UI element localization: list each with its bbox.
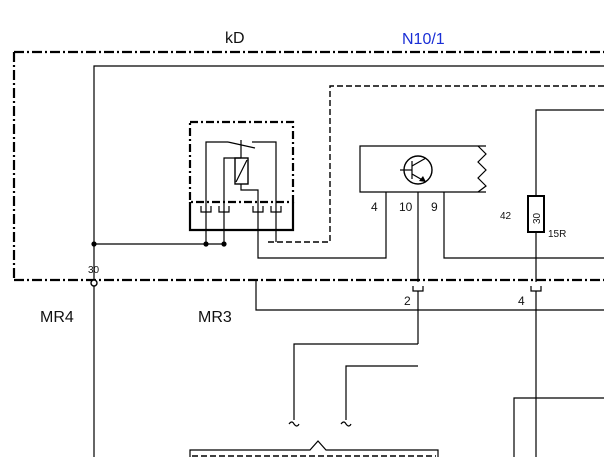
component-name-label: kD <box>225 30 245 47</box>
module-boundary <box>12 50 604 282</box>
pin-9-wire <box>443 192 604 259</box>
pin-10-wiring <box>288 192 424 427</box>
component-code-label: N10/1 <box>402 31 445 48</box>
adjacent-module-box <box>513 397 604 457</box>
pin-9-label: 9 <box>431 200 438 214</box>
resistor-value-label: 30 <box>532 212 543 224</box>
connector-4-label: 4 <box>518 294 525 308</box>
terminal-30-label: 30 <box>88 265 100 276</box>
resistor-15r-label: 15R <box>548 229 566 240</box>
inner-boundary <box>268 85 604 243</box>
resistor-pin-42-label: 42 <box>500 211 512 222</box>
bottom-bracket <box>189 440 439 457</box>
harness-mr4-label: MR4 <box>40 309 74 326</box>
pin-10-label: 10 <box>399 200 413 214</box>
relay-pins <box>200 202 282 214</box>
resistor-branch <box>527 109 604 457</box>
terminal-30-connector <box>90 279 98 287</box>
relay-block <box>188 120 387 259</box>
connector-2-label: 2 <box>404 294 411 308</box>
break-symbol <box>477 145 487 193</box>
harness-mr3-label: MR3 <box>198 309 232 326</box>
transistor-module <box>359 145 487 193</box>
pin-4-label: 4 <box>371 200 378 214</box>
mr3-wire <box>255 280 604 311</box>
